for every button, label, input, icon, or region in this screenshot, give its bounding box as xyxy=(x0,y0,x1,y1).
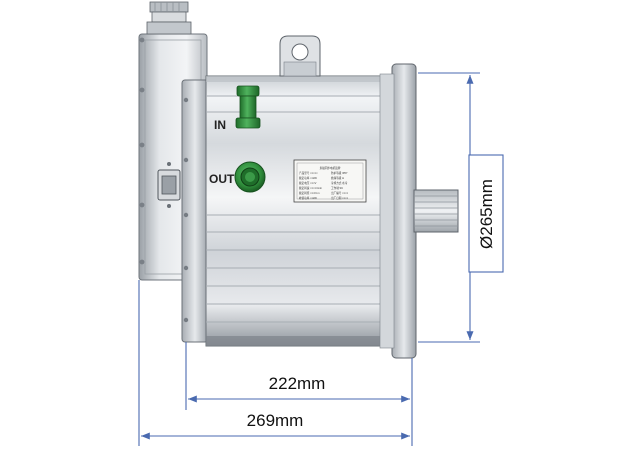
overall-length-label: 269mm xyxy=(247,411,304,430)
nameplate-row: 额定转矩 ×××N·m xyxy=(299,191,320,195)
top-connector xyxy=(146,1,192,35)
motor-housing xyxy=(205,75,395,347)
nameplate-row: 工作制 S9 xyxy=(331,186,343,190)
lifting-lug xyxy=(279,35,321,77)
nameplate-row: 绝缘等级 H xyxy=(331,176,344,180)
dimension-lines xyxy=(138,72,504,446)
nameplate: 永磁同步电机铭牌 产品型号 ××××× 防护等级 IP67 额定功率 ××kW … xyxy=(293,159,367,203)
nameplate-row: 出厂日期 ×××× xyxy=(331,196,349,200)
coolant-outlet-fitting xyxy=(234,161,266,193)
nameplate-row: 冷却方式 水冷 xyxy=(331,181,348,185)
outlet-label: OUT xyxy=(209,172,235,186)
nameplate-row: 出厂编号 ×××× xyxy=(331,191,349,195)
nameplate-row: 峰值功率 ××kW xyxy=(299,196,317,200)
coolant-inlet-fitting xyxy=(235,85,261,129)
front-flange xyxy=(379,63,417,359)
inlet-label: IN xyxy=(214,118,226,132)
body-length-label: 222mm xyxy=(269,374,326,393)
signal-connector xyxy=(157,162,181,208)
nameplate-row: 防护等级 IP67 xyxy=(331,171,348,175)
nameplate-row: 额定功率 ××kW xyxy=(299,176,317,180)
end-cap xyxy=(181,79,209,343)
nameplate-title: 永磁同步电机铭牌 xyxy=(320,166,341,170)
nameplate-row: 额定电压 ×××V xyxy=(299,181,317,185)
splined-shaft xyxy=(413,189,459,233)
diameter-label-box xyxy=(468,154,504,273)
nameplate-rows: 产品型号 ××××× 防护等级 IP67 额定功率 ××kW 绝缘等级 H 额定… xyxy=(299,171,349,200)
nameplate-row: 产品型号 ××××× xyxy=(299,171,318,175)
diameter-label: Ø265mm xyxy=(477,179,496,249)
nameplate-row: 额定转速 ××××r/min xyxy=(299,186,322,190)
